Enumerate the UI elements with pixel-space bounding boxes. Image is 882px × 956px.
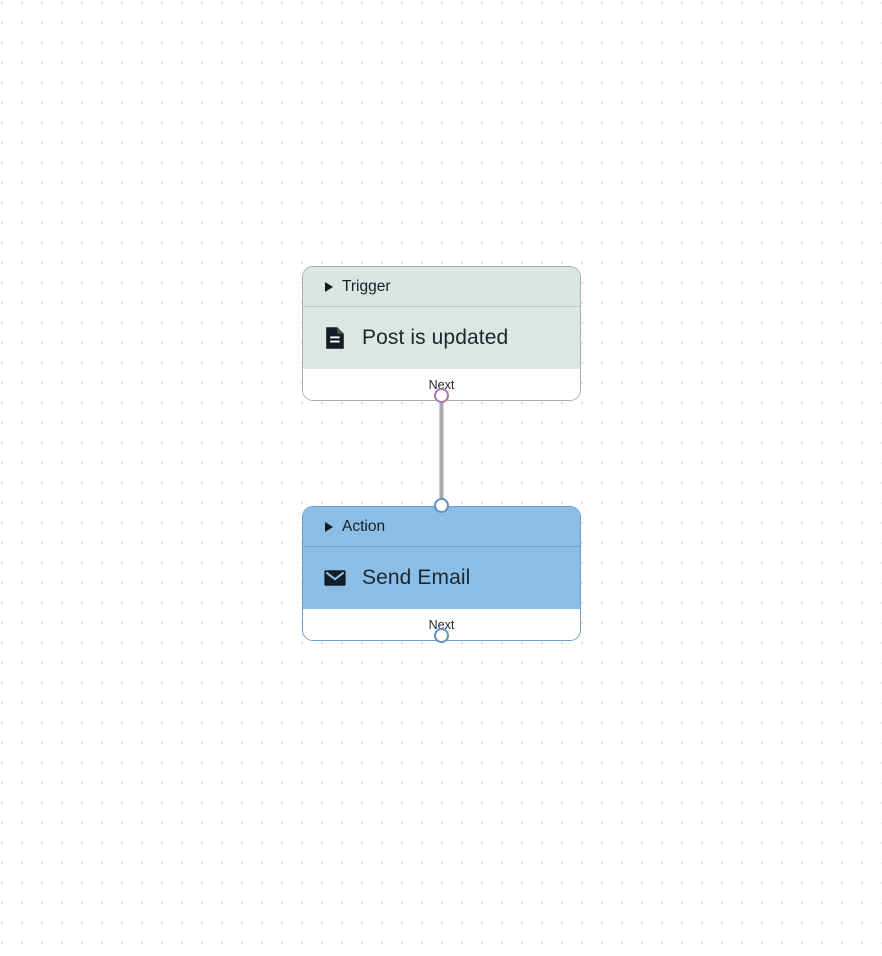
port-trigger-output[interactable] (434, 388, 449, 403)
node-trigger-footer-label: Next (428, 377, 455, 392)
node-action-title: Send Email (362, 566, 471, 589)
node-trigger-title: Post is updated (362, 326, 509, 349)
document-icon (326, 327, 344, 349)
port-action-output[interactable] (434, 628, 449, 643)
envelope-icon (324, 570, 346, 586)
disclosure-triangle-icon[interactable] (325, 281, 333, 292)
node-action-footer-label: Next (428, 617, 455, 632)
node-trigger-header[interactable]: Trigger (303, 267, 580, 307)
node-trigger-header-label: Trigger (342, 277, 391, 295)
node-trigger-footer[interactable]: Next (303, 369, 580, 400)
disclosure-triangle-icon[interactable] (325, 521, 333, 532)
node-trigger[interactable]: Trigger Post is updated Next (302, 266, 581, 401)
node-action-body[interactable]: Send Email (303, 547, 580, 609)
node-action-header-label: Action (342, 517, 386, 535)
port-action-input[interactable] (434, 498, 449, 513)
node-trigger-body[interactable]: Post is updated (303, 307, 580, 369)
node-action[interactable]: Action Send Email Next (302, 506, 581, 641)
node-action-header[interactable]: Action (303, 507, 580, 547)
